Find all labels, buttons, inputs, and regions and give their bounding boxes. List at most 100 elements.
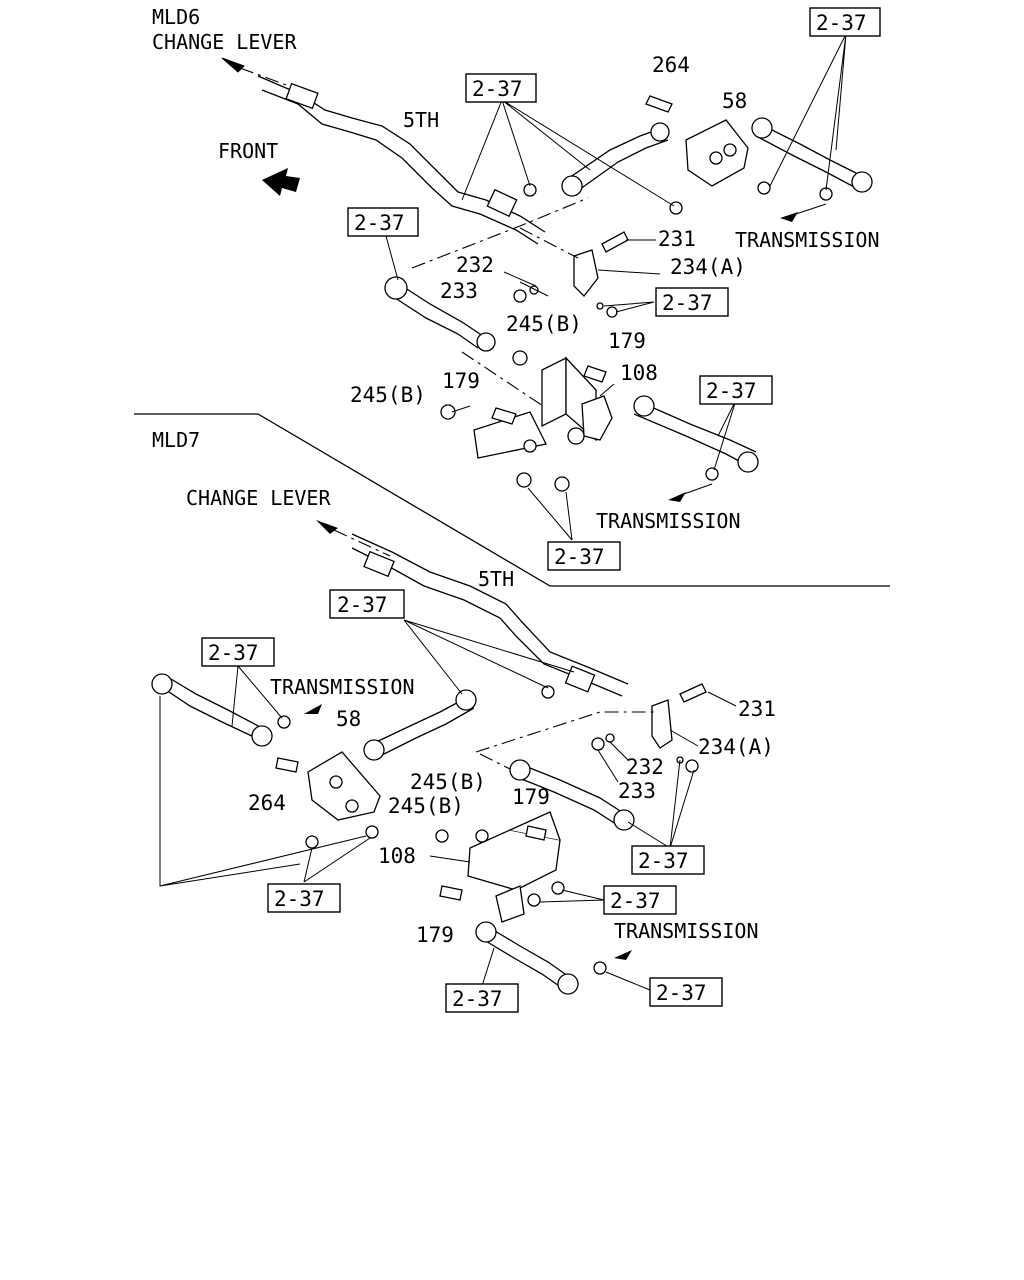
part-number: 264 [248, 791, 286, 815]
svg-text:2-37: 2-37 [554, 545, 605, 569]
nut [554, 476, 570, 492]
ball-joint [475, 921, 497, 943]
part-number: 58 [336, 707, 361, 731]
ref-box: 2-37 [547, 541, 621, 571]
ball-joint [476, 332, 496, 352]
control-rod [565, 127, 663, 181]
nut [305, 835, 319, 849]
centerline [333, 529, 391, 557]
leader-line [683, 483, 713, 495]
section-divider [134, 413, 890, 587]
bracket-hole [329, 775, 343, 789]
transmission-label: TRANSMISSION [614, 919, 759, 943]
part-number: 179 [416, 923, 454, 947]
bracket-hole [345, 799, 359, 813]
control-rod [483, 939, 563, 989]
control-rod [575, 139, 669, 193]
ref-box: 2-37 [649, 977, 723, 1007]
ref-box: 2-37 [465, 73, 537, 103]
control-rod [639, 401, 757, 453]
arrow-icon [304, 704, 322, 714]
control-rod [379, 707, 475, 757]
nut [593, 961, 607, 975]
leader-line [385, 235, 399, 281]
bolt [439, 885, 463, 901]
model-label: MLD7 [152, 428, 200, 452]
ref-box: 2-37 [631, 845, 705, 875]
ref-box: 2-37 [267, 883, 341, 913]
part-number: 232 [626, 755, 664, 779]
leader-line [605, 971, 651, 991]
nut [513, 289, 527, 303]
control-rod [489, 927, 569, 977]
part-number: 231 [738, 697, 776, 721]
ball-joint [650, 122, 670, 142]
bracket-234a [651, 699, 673, 749]
arrow-icon [780, 212, 798, 222]
leader-line [627, 759, 695, 849]
svg-text:2-37: 2-37 [706, 379, 757, 403]
nut [527, 893, 541, 907]
control-rod [391, 295, 479, 349]
control-rod [371, 697, 467, 745]
washer [605, 733, 615, 743]
change-lever-label: CHANGE LEVER [186, 486, 331, 510]
svg-text:2-37: 2-37 [354, 211, 405, 235]
part-number: 231 [658, 227, 696, 251]
control-rod [755, 135, 857, 189]
arrow-icon [221, 57, 245, 73]
section-mld7: MLD7 CHANGE LEVER 5TH TRANSMISSION TRANS… [151, 428, 776, 1013]
part-number: 245(B) [410, 770, 486, 794]
nut [669, 201, 683, 215]
rod-bracket [363, 550, 395, 578]
assembly-line [461, 351, 587, 421]
control-rod [159, 685, 257, 739]
nut [435, 829, 449, 843]
ball-joint [561, 175, 583, 197]
svg-text:2-37: 2-37 [638, 849, 689, 873]
ref-box: 2-37 [445, 983, 519, 1013]
control-rod [165, 675, 263, 729]
shift-rod [351, 533, 629, 685]
ball-joint [851, 171, 873, 193]
control-rod [759, 123, 863, 177]
part-number: 234(A) [698, 735, 774, 759]
svg-text:2-37: 2-37 [610, 889, 661, 913]
leader-line [231, 665, 283, 727]
nut [523, 439, 537, 453]
bracket-hole [709, 151, 723, 165]
bolt [645, 95, 673, 113]
nut [277, 715, 291, 729]
front-label: FRONT [218, 139, 278, 163]
centerline [239, 67, 301, 91]
bracket-234a [573, 249, 599, 297]
transmission-label: TRANSMISSION [735, 228, 880, 252]
ref-box: 2-37 [329, 589, 405, 619]
leader-line [795, 203, 827, 215]
ball-joint [363, 739, 385, 761]
bolt [525, 825, 547, 841]
part-number: 245(B) [388, 794, 464, 818]
part-number: 179 [442, 369, 480, 393]
nut [705, 467, 719, 481]
leader-line [403, 619, 575, 695]
model-label: MLD6 [152, 5, 200, 29]
ball-joint [557, 973, 579, 995]
nut [512, 350, 528, 366]
cotter-pin [596, 302, 604, 310]
bracket [495, 885, 525, 923]
part-number: 179 [608, 329, 646, 353]
ref-box: 2-37 [699, 375, 773, 405]
svg-text:2-37: 2-37 [816, 11, 867, 35]
arrow-icon [614, 950, 632, 960]
leader-line [769, 33, 847, 191]
rod-bracket [564, 665, 596, 693]
leader-line [597, 691, 737, 783]
ball-joint [737, 451, 759, 473]
svg-text:2-37: 2-37 [452, 987, 503, 1011]
leader-line [461, 99, 675, 207]
nut [440, 404, 456, 420]
gear-label: 5TH [403, 108, 439, 132]
nut [606, 306, 618, 318]
part-number: 245(B) [506, 312, 582, 336]
